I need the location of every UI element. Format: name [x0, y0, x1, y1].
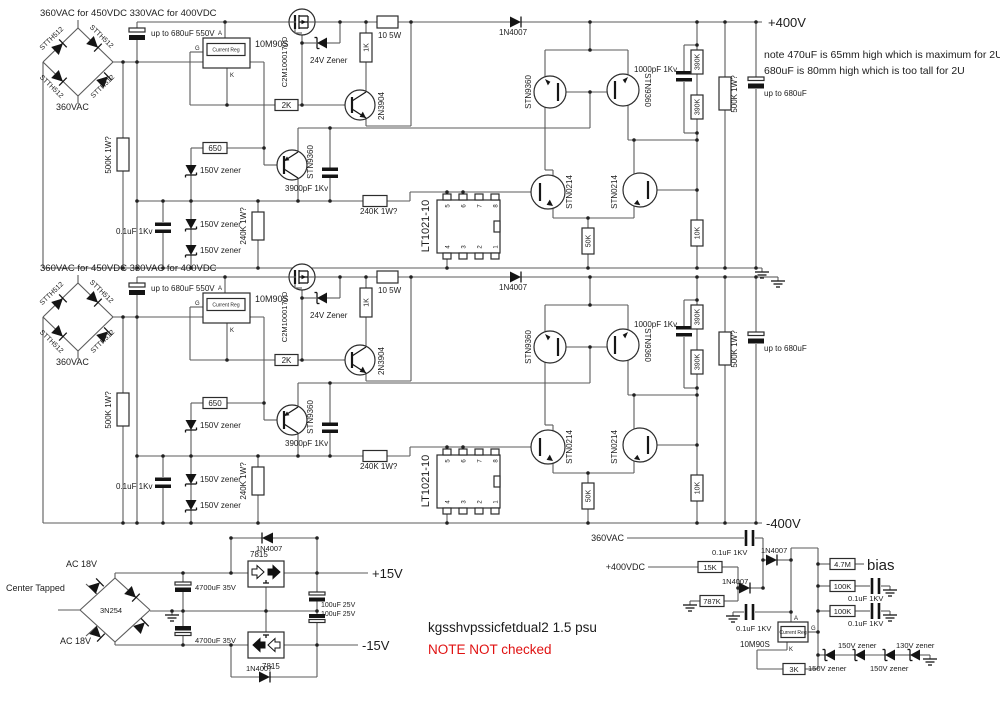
reg-7815-label: 7815 — [250, 550, 268, 559]
neg-dots — [736, 558, 820, 657]
pin-k-label: K — [789, 647, 793, 653]
neg-rail-label: -400V — [766, 516, 801, 531]
cap-4700-label: 4700uF 35V — [195, 636, 236, 645]
pos15-rail-label: +15V — [372, 566, 403, 581]
regulator-7815-pos — [247, 560, 285, 588]
resistor-4-7m — [829, 557, 856, 571]
resistor-15k — [697, 560, 723, 574]
neg-cap01-label: 0.1uF 1KV — [712, 548, 747, 557]
neg-diode-label: 1N4007 — [761, 546, 787, 555]
bias-cap01-label: 0.1uF 1KV — [848, 619, 883, 628]
regulator-7815-neg — [247, 631, 285, 659]
pos-rail-label: +400V — [768, 15, 806, 30]
psu-cap-4700-bottom — [174, 626, 192, 637]
psu-cap-100-bottom — [308, 614, 326, 624]
resistor-100k-1 — [829, 579, 856, 593]
zener130-row-label: 130V zener — [896, 641, 935, 650]
zener150-row-label: 150V zener — [808, 664, 847, 673]
ac-top-label: AC 18V — [66, 559, 97, 569]
cap-100-label: 100uF 25V — [321, 602, 356, 609]
psu-15v: AC 18V Center Tapped AC 18V 3N254 4700uF… — [6, 531, 403, 684]
resistor-3k-label: 3K — [789, 665, 798, 674]
cap-100-label: 100uF 25V — [321, 611, 356, 618]
current-reg-label-neg: Current Reg — [779, 630, 806, 636]
zener150-row-label: 150V zener — [838, 641, 877, 650]
cap-4700-label: 4700uF 35V — [195, 583, 236, 592]
resistor-100k-2 — [829, 604, 856, 618]
psu-diode-label: 1N4007 — [256, 544, 282, 553]
neg-rail-section: 360VAC +400VDC 0.1uF 1KV 1N4007 1N4007 1… — [591, 530, 938, 676]
hv-in-label: +400VDC — [606, 562, 646, 572]
resistor-15k-label: 15K — [703, 563, 716, 572]
resistor-787k — [699, 594, 725, 608]
psu-cap-100-top — [308, 591, 326, 602]
resistor-3k — [782, 662, 806, 676]
bias-cap01-label: 0.1uF 1KV — [848, 594, 883, 603]
current-reg-part-neg: 10M90S — [740, 640, 770, 649]
neg15-rail-label: -15V — [362, 638, 390, 653]
psu-cap-4700-top — [174, 581, 192, 592]
pin-g-label: G — [811, 626, 816, 632]
psu-dots — [170, 536, 319, 647]
neg-ac-label: 360VAC — [591, 533, 624, 543]
resistor-4-7m-label: 4.7M — [834, 560, 851, 569]
hv-channel-negative — [38, 263, 807, 525]
psu-diode-label: 1N4007 — [246, 664, 272, 673]
channel1-extras: +400V note 470uF is 65mm high which is m… — [754, 15, 1000, 288]
hv-channel-positive — [38, 8, 807, 270]
note-line2: 680uF is 80mm high which is too tall for… — [764, 65, 965, 77]
reg-7815-label: 7815 — [262, 662, 280, 671]
channel2-extras: -400V — [766, 516, 801, 531]
resistor-100k-label: 100K — [834, 607, 852, 616]
neg-cap01-label: 0.1uF 1KV — [736, 624, 771, 633]
resistor-787k-label: 787K — [703, 597, 721, 606]
current-reg-box-neg — [777, 621, 809, 643]
bias-label: bias — [867, 557, 895, 574]
pin-a-label: A — [794, 616, 798, 622]
resistor-100k-label: 100K — [834, 582, 852, 591]
schematic-warning: NOTE NOT checked — [428, 642, 552, 657]
ac-bot-label: AC 18V — [60, 636, 91, 646]
title-block: kgsshvpssicfetdual2 1.5 psu NOTE NOT che… — [428, 620, 597, 657]
schematic-title: kgsshvpssicfetdual2 1.5 psu — [428, 620, 597, 635]
neg-diode-label: 1N4007 — [722, 577, 748, 586]
zener150-row-label: 150V zener — [870, 664, 909, 673]
psu-bridge-label: 3N254 — [100, 606, 122, 615]
note-line1: note 470uF is 65mm high which is maximum… — [764, 49, 1000, 61]
center-tap-label: Center Tapped — [6, 583, 65, 593]
